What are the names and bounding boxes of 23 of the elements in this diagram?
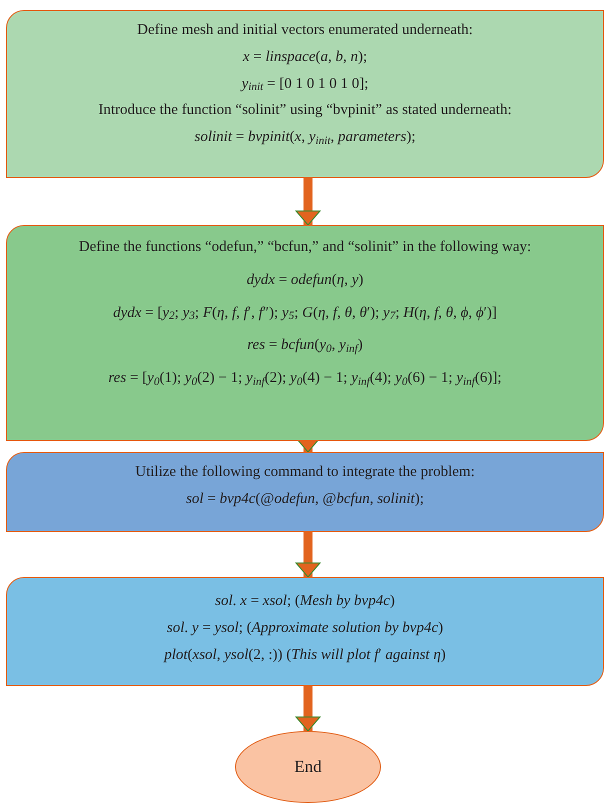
formula-text: solinit = bvpinit(x, y$_{init}$, parameters); [194,128,416,147]
process-box [6,10,604,178]
step-text: Introduce the function “solinit” using “bvpinit” as stated underneath: [98,101,512,120]
formula-text: x = linspace(a, b, n); [242,48,368,66]
formula-text: sol = bvp4c(@odefun, @bcfun, solinit); [186,490,424,508]
formula-text: res = [y$_{0}$(1); y$_{0}$(2) − 1; y$_{inf}$(2); y$_{0}$(4) − 1; y$_{inf}$(4); y$_{0}$(6) − 1; y$_{inf}$(6)]; [108,369,502,388]
step-text: Define mesh and initial vectors enumerated underneath: [137,21,473,40]
formula-text: dydx = odefun(η, y) [246,270,364,290]
arrow [296,532,320,578]
step-text: Define the functions “odefun,” “bcfun,” and “solinit” in the following way: [78,238,532,257]
arrow [296,178,320,226]
step-text: sol. x = xsol; (Mesh by bvp4c) [215,592,395,611]
process-box [6,225,604,441]
step-text: End [294,756,322,778]
process-box [6,452,604,532]
formula-text: plot(xsol, ysol(2, :)) (This will plot f′ against η) [164,646,446,664]
step-text: Utilize the following command to integrate the problem: [135,463,475,482]
arrow [296,686,320,732]
formula-text: dydx = [y$_{2}$; y$_{3}$; F(η, f, f′, f″); y$_{5}$; G(η, f, θ, θ′); y$_{7}$; H(η, f, θ, ϕ, ϕ′)] [113,304,497,322]
formula-text: sol. y = ysol; (Approximate solution by bvp4c) [166,618,444,638]
formula-text: y$_{init}$ = [0 1 0 1 0 1 0]; [242,74,368,94]
formula-text: res = bcfun(y$_{0}$, y$_{inf}$) [247,336,363,355]
process-box [6,577,604,686]
